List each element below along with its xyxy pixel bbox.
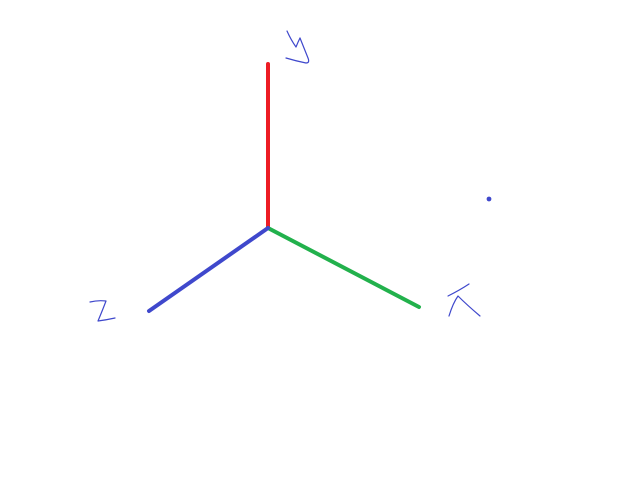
z-axis-line (147, 226, 270, 313)
z-axis-label (89, 300, 116, 322)
y-axis-label (285, 30, 310, 64)
stray-dot (486, 196, 492, 202)
x-axis-label (447, 283, 481, 317)
x-axis-line (266, 226, 421, 309)
